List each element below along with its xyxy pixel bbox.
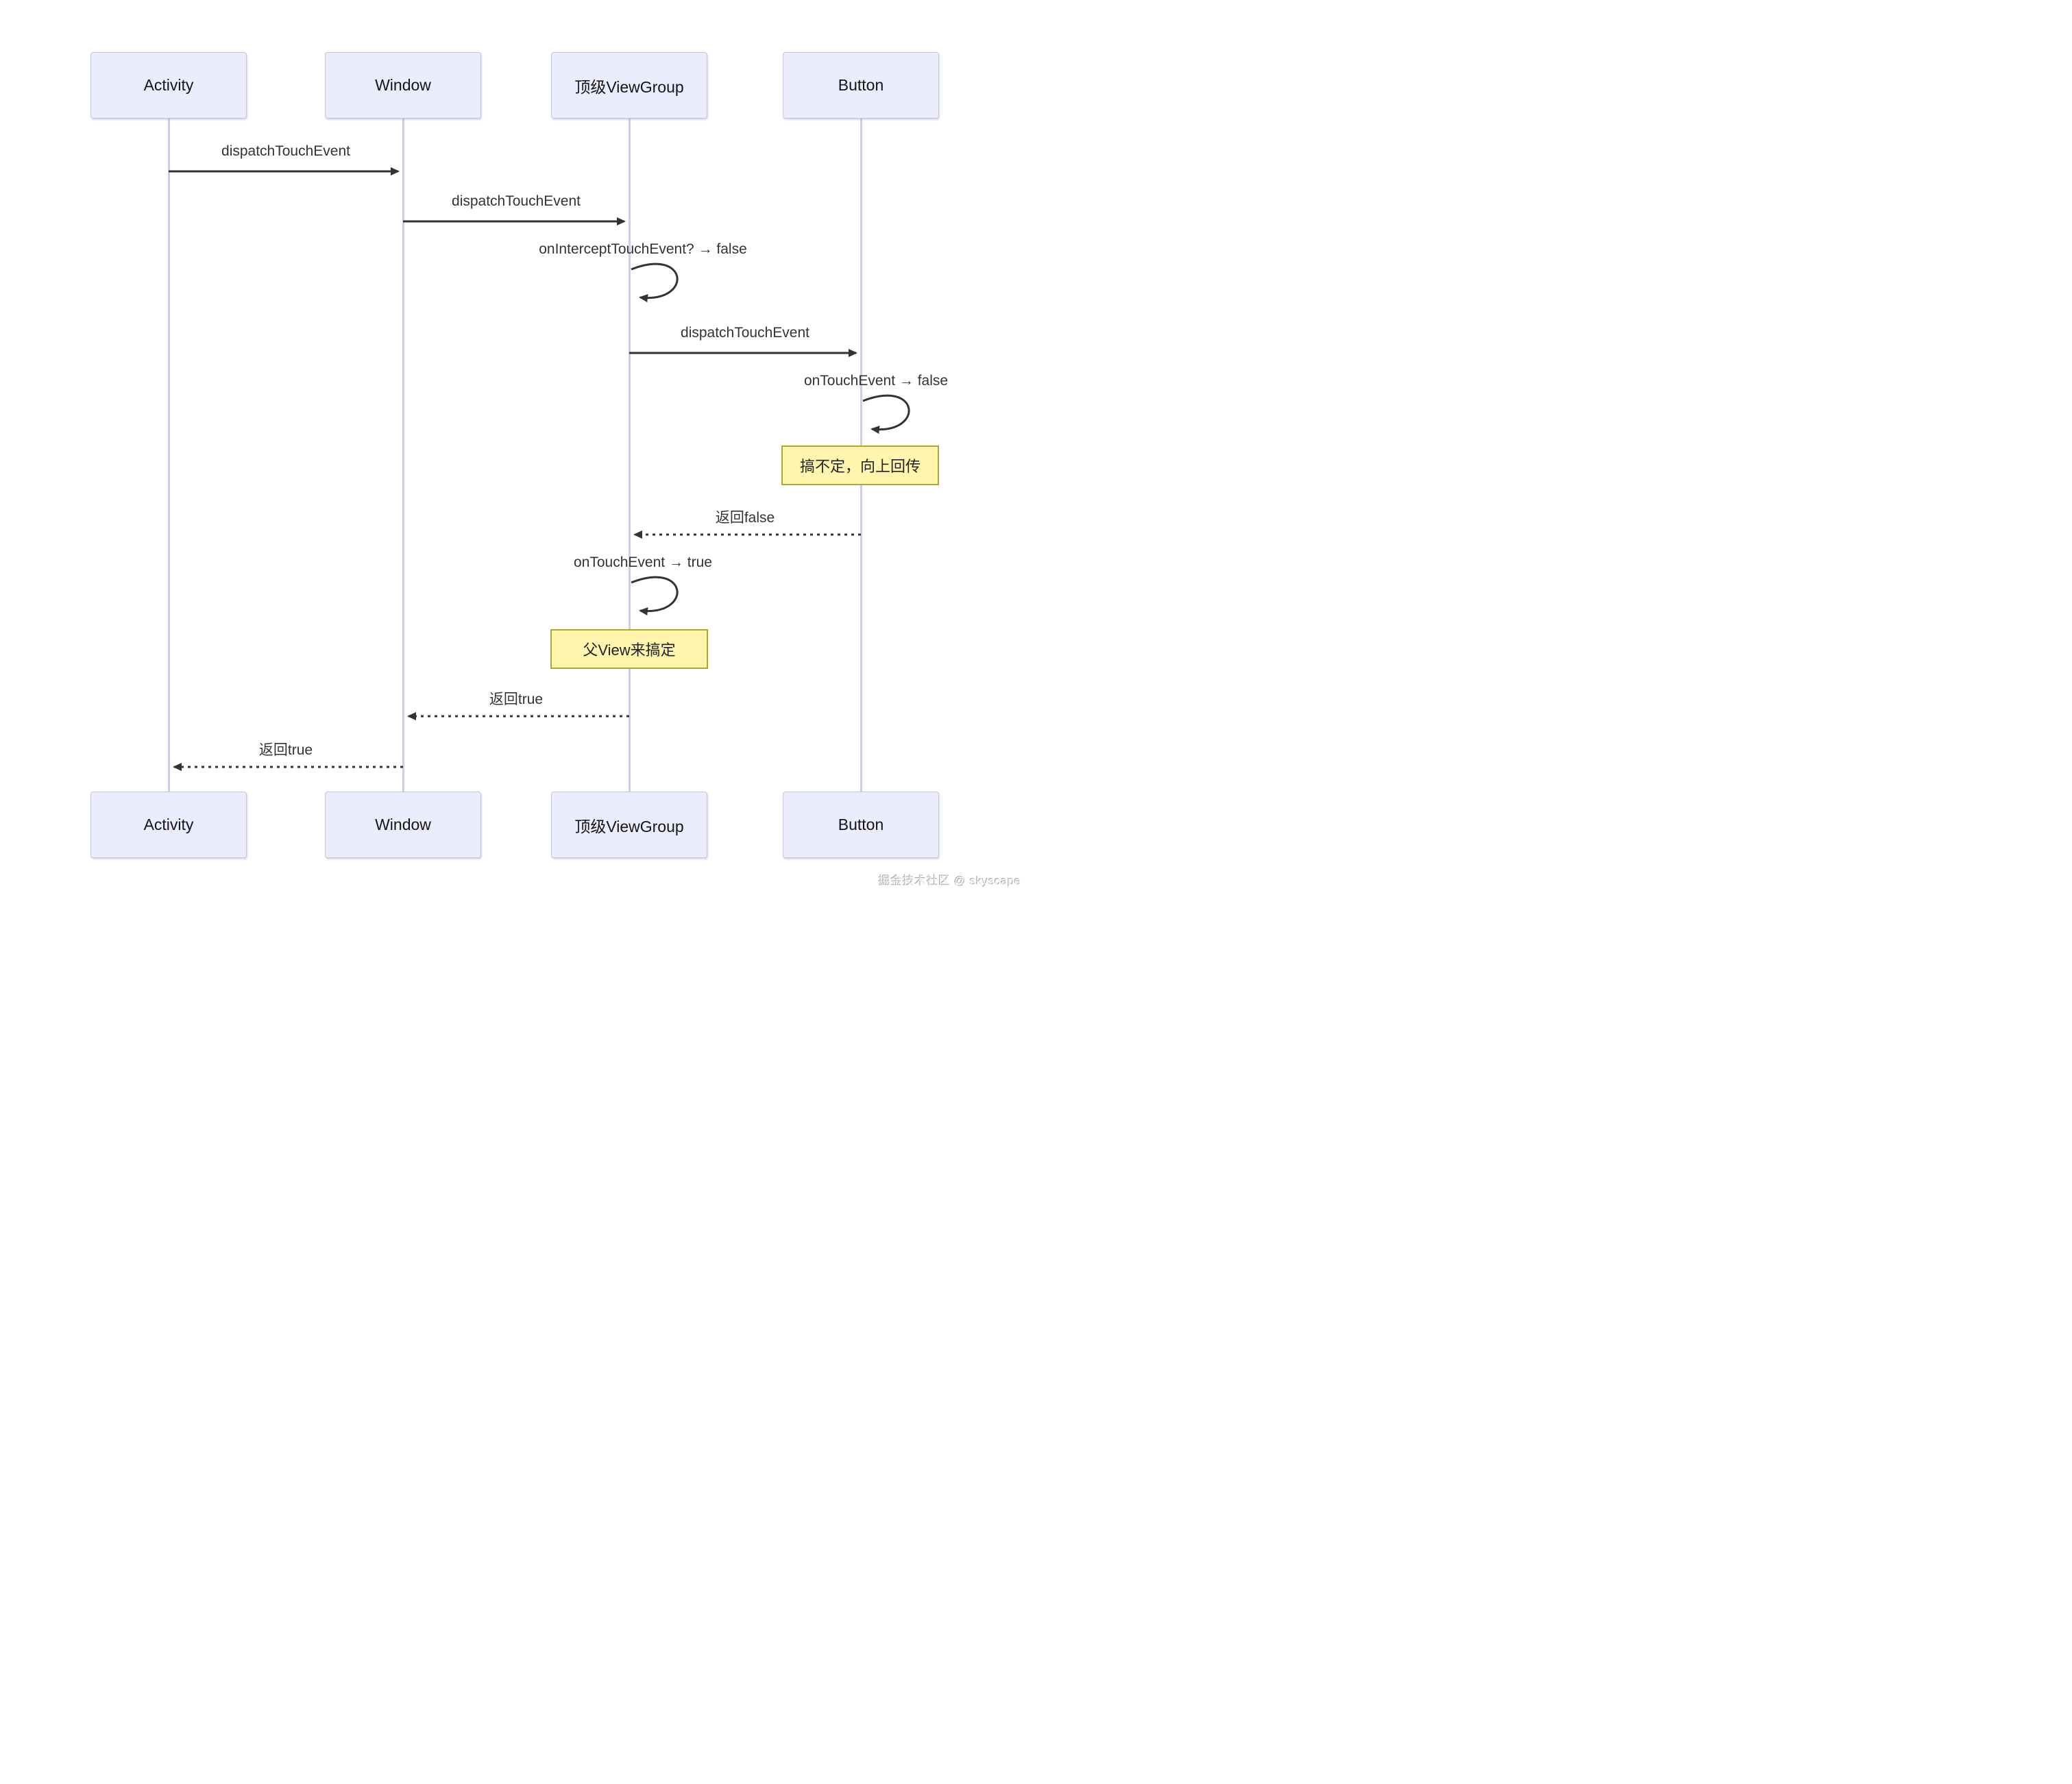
message-label-1: dispatchTouchEvent: [221, 143, 350, 159]
actor-label: Window: [375, 816, 431, 833]
message-label-5: onTouchEvent → false: [803, 373, 949, 389]
actor-bottom-button: Button: [783, 792, 939, 858]
message-label-8: 返回true: [489, 692, 544, 707]
self-loop-onintercepttouchevent: [631, 262, 679, 303]
actor-top-activity: Activity: [90, 52, 247, 119]
actor-label: 顶级ViewGroup: [574, 817, 684, 835]
actor-label: Window: [375, 76, 431, 94]
actor-top-window: Window: [325, 52, 481, 119]
note-text: 父View来搞定: [583, 641, 676, 659]
note-text: 搞不定，向上回传: [799, 458, 921, 475]
actor-label: 顶级ViewGroup: [574, 77, 684, 96]
actor-bottom-activity: Activity: [90, 792, 247, 858]
message-label-3: onInterceptTouchEvent? → false: [539, 241, 747, 257]
actor-bottom-window: Window: [325, 792, 481, 858]
actor-label: Activity: [143, 816, 194, 833]
lifeline-viewgroup: [628, 119, 631, 792]
lifeline-activity: [167, 119, 170, 792]
actor-label: Button: [838, 76, 884, 94]
message-label-4: dispatchTouchEvent: [681, 325, 809, 341]
actor-bottom-viewgroup: 顶级ViewGroup: [551, 792, 707, 858]
actor-top-button: Button: [783, 52, 939, 119]
watermark: 掘金技术社区 @ skyscape: [878, 875, 1021, 888]
message-label-9: 返回true: [258, 742, 313, 758]
lifeline-window: [402, 119, 404, 792]
message-label-7: onTouchEvent → true: [574, 554, 712, 570]
note-button-pass-up: 搞不定，向上回传: [781, 445, 939, 485]
actor-top-viewgroup: 顶级ViewGroup: [551, 52, 707, 119]
actor-label: Activity: [143, 76, 194, 94]
self-loop-ontouchevent-false: [862, 394, 910, 435]
sequence-diagram: Activity Window 顶级ViewGroup Button Activ…: [0, 0, 1036, 892]
self-loop-ontouchevent-true: [631, 576, 679, 616]
message-label-6: 返回false: [715, 510, 775, 526]
message-label-2: dispatchTouchEvent: [452, 193, 581, 209]
note-parent-view-handles: 父View来搞定: [550, 629, 708, 669]
actor-label: Button: [838, 816, 884, 833]
